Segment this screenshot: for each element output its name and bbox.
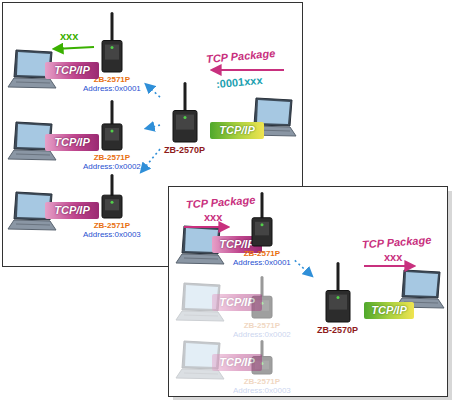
device-model: ZB-2571P — [233, 250, 291, 259]
status-led — [183, 116, 186, 119]
device-panel — [105, 199, 119, 210]
device-address: Address:0x0001 — [233, 259, 291, 268]
radio-link-arrow — [146, 84, 160, 97]
band-label: TCP/IP — [51, 136, 93, 149]
band-label: TCP/IP — [216, 124, 258, 137]
device-address: Address:0x0002 — [83, 163, 141, 172]
data-arrow — [364, 265, 414, 267]
zigbee-device-icon — [99, 12, 125, 74]
device-body — [102, 41, 122, 72]
antenna — [183, 82, 186, 113]
data-arrow — [212, 69, 284, 71]
zigbee-device-icon — [99, 100, 125, 152]
device-body — [102, 195, 122, 218]
packet-label: TCP Package — [362, 234, 432, 251]
antenna — [110, 174, 113, 197]
device-model: ZB-2571P — [83, 154, 141, 163]
band-label: TCP/IP — [370, 304, 408, 317]
device-panel — [105, 45, 119, 60]
device-model: ZB-2571P — [83, 222, 141, 231]
payload-label: xxx — [204, 211, 222, 223]
link-band: TCP/IP — [210, 122, 264, 139]
device-box: ZB-2571PAddress:0x0001 — [80, 12, 144, 95]
status-led — [336, 296, 339, 299]
antenna — [336, 262, 339, 293]
status-led — [110, 201, 113, 204]
status-led — [260, 223, 263, 226]
antenna — [110, 12, 113, 43]
data-arrow — [54, 47, 94, 49]
status-led — [110, 129, 113, 132]
band-label: TCP/IP — [51, 204, 93, 217]
device-panel — [176, 115, 194, 130]
band-label: TCP/IP — [218, 356, 256, 369]
radio-link-arrow — [295, 260, 312, 276]
device-address: Address:0x0003 — [233, 387, 291, 396]
status-led — [110, 46, 113, 49]
device-address: Address:0x0002 — [233, 331, 291, 340]
zigbee-device-icon — [170, 82, 200, 144]
device-panel — [105, 128, 119, 141]
link-band: TCP/IP — [212, 294, 262, 311]
link-band: TCP/IP — [45, 202, 99, 219]
device-panel — [329, 295, 347, 310]
payload-label: xxx — [60, 30, 78, 42]
zigbee-device-icon — [323, 262, 353, 324]
data-arrow — [184, 226, 228, 228]
antenna — [110, 100, 113, 126]
panel-frame — [3, 3, 303, 267]
device-model: ZB-2570P — [164, 146, 205, 156]
link-band: TCP/IP — [364, 302, 414, 319]
link-band: TCP/IP — [45, 62, 99, 79]
link-band: TCP/IP — [45, 134, 99, 151]
radio-link-arrow — [146, 125, 160, 128]
panel-frame — [169, 187, 448, 397]
device-address: Address:0x0003 — [83, 231, 141, 240]
radio-link-arrow — [141, 149, 160, 172]
zigbee-device-icon — [99, 174, 125, 220]
device-model: ZB-2570P — [317, 326, 358, 336]
device-panel — [255, 222, 269, 236]
payload-label: xxx — [384, 251, 402, 263]
device-body — [102, 124, 122, 150]
device-body — [173, 111, 197, 142]
device-model: ZB-2571P — [233, 378, 291, 387]
device-address: Address:0x0001 — [83, 85, 141, 94]
band-label: TCP/IP — [51, 64, 93, 77]
device-body — [326, 291, 350, 322]
band-label: TCP/IP — [218, 296, 256, 309]
device-box: ZB-2570P — [314, 262, 361, 337]
packet-label: TCP Package — [206, 47, 276, 65]
payload-label: :0001xxx — [216, 74, 263, 90]
link-band: TCP/IP — [212, 354, 262, 371]
packet-label: TCP Package — [186, 194, 256, 211]
device-model: ZB-2571P — [233, 322, 291, 331]
antenna — [260, 192, 263, 220]
device-box: ZB-2570P — [161, 82, 208, 157]
device-body — [252, 218, 272, 246]
